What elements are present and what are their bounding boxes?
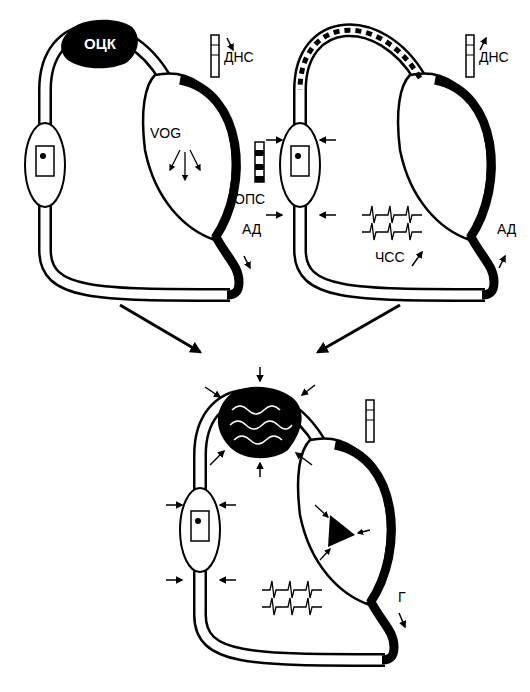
parameter-label: ЧСС <box>375 250 405 265</box>
ecg-trace <box>362 223 422 240</box>
inward-arrow <box>302 385 315 395</box>
up-arrow <box>499 256 505 268</box>
ecg-trace <box>362 206 422 223</box>
stroke-blob <box>328 515 355 547</box>
stroke-arrow <box>170 150 180 170</box>
inward-arrow <box>259 367 261 381</box>
compensation-panel <box>266 30 505 295</box>
constriction-arrow <box>320 139 336 141</box>
inward-arrow <box>296 453 312 465</box>
inward-arrow <box>358 530 370 533</box>
down-arrow <box>399 613 405 627</box>
parameter-label: ДНС <box>479 50 509 65</box>
transition-arrow <box>318 305 400 352</box>
hypovolemia-panel <box>25 30 250 295</box>
stroke-arrow <box>190 150 200 170</box>
inward-arrow <box>205 387 220 397</box>
up-arrow <box>480 38 486 50</box>
constriction-arrow <box>166 579 182 581</box>
shock-panel <box>166 367 405 660</box>
circulation-loop <box>25 30 239 295</box>
constriction-arrow <box>266 139 282 141</box>
parameter-label: АД <box>497 222 516 237</box>
inward-arrow <box>320 549 330 560</box>
transition-arrow <box>120 305 200 352</box>
constriction-arrow <box>266 214 282 216</box>
up-arrow <box>412 252 422 266</box>
constriction-arrow <box>220 504 236 506</box>
parameter-label: ДНС <box>224 50 254 65</box>
volume-reservoir: ОЦК <box>58 16 142 70</box>
parameter-label: VOG <box>150 126 181 141</box>
down-arrow <box>244 256 250 268</box>
inward-arrow <box>315 505 328 517</box>
parameter-label: АД <box>242 222 261 237</box>
parameter-label: ОПС <box>234 192 265 207</box>
reservoir-blob <box>218 387 302 458</box>
ecg-trace <box>262 581 322 598</box>
constriction-arrow <box>320 214 336 216</box>
blob-pattern <box>230 406 292 444</box>
node-label: ОЦК <box>84 35 116 52</box>
ecg-trace <box>262 598 322 615</box>
stroke-arrow <box>184 152 185 180</box>
parameter-label: Г <box>398 590 406 605</box>
inward-arrow <box>210 451 224 465</box>
constriction-arrow <box>220 579 236 581</box>
resistance-symbol <box>255 142 264 182</box>
reservoir-blob <box>61 20 138 69</box>
circulation-loop <box>280 30 494 295</box>
constriction-arrow <box>166 504 182 506</box>
inward-arrow <box>259 463 261 477</box>
narrowed-vein <box>300 30 420 90</box>
down-arrow <box>227 38 233 50</box>
